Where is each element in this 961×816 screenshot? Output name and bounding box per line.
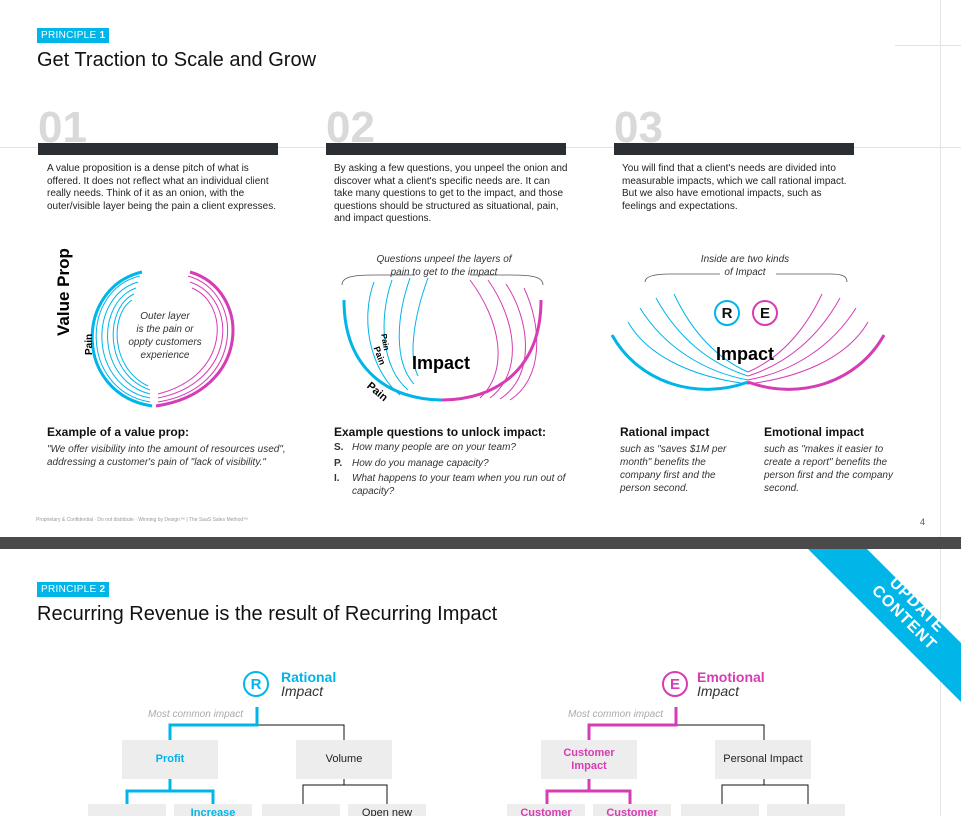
footer-text: Proprietary & Confidential · Do not dist… [36, 517, 249, 523]
impact-label: Impact [716, 344, 775, 364]
common-impact-label: Most common impact [568, 709, 664, 720]
unpeel-caption: Questions unpeel the layers of pain to g… [376, 254, 512, 278]
common-impact-label: Most common impact [148, 709, 244, 720]
emotional-badge: E [752, 300, 778, 326]
column-bar [614, 143, 854, 155]
emotional-badge: E [662, 671, 688, 697]
column-bar [326, 143, 566, 155]
guide-line [895, 45, 961, 46]
two-kinds-caption: Inside are two kinds of Impact [700, 254, 790, 278]
slide-gap [0, 537, 961, 549]
unpeel-diagram [341, 274, 544, 402]
emotional-subtitle: Impact [697, 683, 740, 699]
customer-box: Customer [593, 804, 671, 816]
rational-heading: Rational impact [620, 425, 710, 439]
onion-caption: Outer layer is the pain or oppty custome… [128, 311, 202, 361]
tree-connectors [125, 707, 809, 809]
rational-subtitle: Impact [281, 683, 324, 699]
slide-title: Get Traction to Scale and Grow [37, 49, 317, 71]
impact-label: Impact [412, 353, 471, 373]
slide-title: Recurring Revenue is the result of Recur… [37, 603, 498, 625]
customer-impact-box: Customer Impact [541, 740, 637, 779]
rational-title: Rational [281, 669, 337, 685]
value-prop-label: Value Prop [54, 248, 73, 336]
emotional-text: such as "makes it easier to create a rep… [764, 444, 893, 494]
column-text: By asking a few questions, you unpeel th… [334, 163, 568, 224]
question-row: I.What happens to your team when you run… [334, 473, 566, 497]
guide-line [940, 0, 941, 537]
child-box [262, 804, 340, 816]
pain-label: Pain [84, 333, 95, 355]
column-text: A value proposition is a dense pitch of … [47, 163, 277, 212]
rational-badge: R [243, 671, 269, 697]
column-number: 02 [326, 103, 375, 152]
rational-text: such as "saves $1M per month" benefits t… [620, 444, 727, 494]
personal-impact-box: Personal Impact [715, 740, 811, 779]
page-number: 4 [920, 517, 926, 527]
question-row: P.How do you manage capacity? [334, 458, 489, 469]
column-text: You will find that a client's needs are … [622, 163, 847, 212]
increase-box: Increase [174, 804, 252, 816]
example-text: "We offer visibility into the amount of … [47, 444, 286, 468]
emotional-heading: Emotional impact [764, 425, 865, 439]
child-box [681, 804, 759, 816]
profit-box: Profit [122, 740, 218, 779]
child-box [767, 804, 845, 816]
onion-diagram [90, 270, 235, 408]
column-bar [38, 143, 278, 155]
open-new-box: Open new [348, 804, 426, 816]
volume-box: Volume [296, 740, 392, 779]
rational-badge: R [714, 300, 740, 326]
impact-split-diagram [610, 273, 886, 391]
column-number: 01 [38, 103, 87, 152]
customer-box: Customer [507, 804, 585, 816]
column-number: 03 [614, 103, 663, 152]
question-row: S.How many people are on your team? [334, 442, 516, 453]
example-heading: Example questions to unlock impact: [334, 425, 547, 439]
example-heading: Example of a value prop: [47, 425, 190, 439]
child-box [88, 804, 166, 816]
emotional-title: Emotional [697, 669, 765, 685]
